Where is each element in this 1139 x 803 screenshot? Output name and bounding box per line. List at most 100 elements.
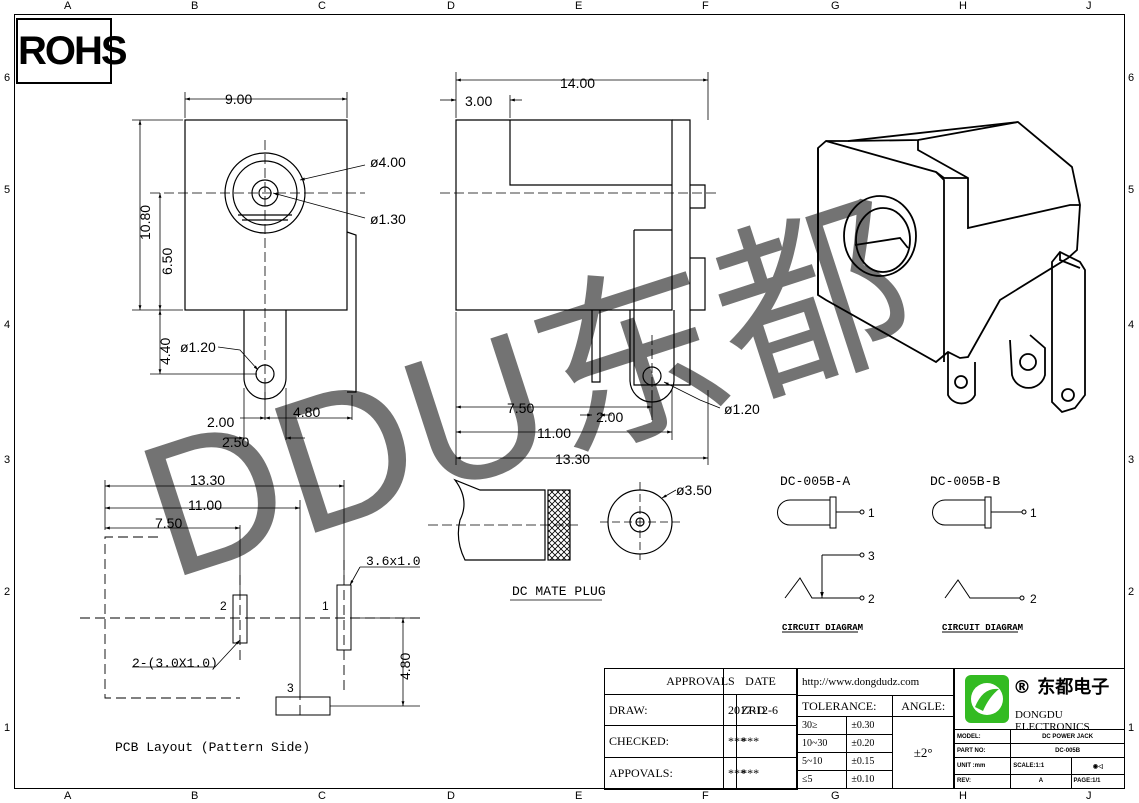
side-dim-pin-width: 2.00 (596, 409, 623, 425)
rev-label: REV: (953, 773, 1012, 790)
part-label: PART NO: (953, 743, 1012, 759)
zone-row-4-right: 4 (1128, 319, 1135, 331)
mate-plug (428, 478, 680, 601)
front-dim-tab: 4.80 (293, 404, 320, 420)
tol-range-2: 5~10 (796, 752, 848, 772)
zone-col-g-top: G (831, 0, 840, 12)
date-table: DATE 2017-12-6 *** *** (723, 668, 798, 790)
company-name-cn: ® 东都电子 (1013, 677, 1110, 698)
model-value: DC POWER JACK (1010, 728, 1125, 745)
zone-col-f-top: F (702, 0, 709, 12)
pcb-title: PCB Layout (Pattern Side) (115, 740, 310, 755)
zone-col-b-bottom: B (191, 790, 199, 802)
title-block: APPROVALS DRAW:ZRD CHECKED:*** APPOVALS:… (603, 667, 1126, 790)
rev-value: A (1010, 773, 1072, 790)
part-value: DC-005B (1010, 743, 1125, 759)
pcb-dim-total: 13.30 (190, 472, 225, 488)
front-hole-outer-label: ø4.00 (370, 154, 406, 170)
tol-value-1: ±0.20 (846, 734, 894, 754)
tol-range-0: 30≥ (796, 716, 848, 736)
circuit-b-pin2: 2 (1030, 592, 1037, 606)
date-header: DATE (723, 668, 798, 695)
plug-title: DC MATE PLUG (512, 584, 606, 599)
zone-col-a-top: A (64, 0, 72, 12)
zone-col-e-top: E (575, 0, 583, 12)
circuit-a-pin2: 2 (868, 592, 875, 606)
circuit-a-pin1: 1 (868, 506, 875, 520)
checked-date: *** (723, 725, 798, 758)
pcb-layout (80, 480, 420, 720)
zone-row-5-right: 5 (1128, 184, 1135, 196)
zone-row-2-right: 2 (1128, 586, 1135, 598)
front-hole-inner-label: ø1.30 (370, 211, 406, 227)
zone-row-2-left: 2 (4, 586, 11, 598)
zone-col-a-bottom: A (64, 790, 72, 802)
zone-row-3-right: 3 (1128, 454, 1135, 466)
front-pin-hole-label: ø1.20 (180, 339, 216, 355)
front-dim-height: 10.80 (137, 205, 153, 240)
rohs-mark: ROHS (16, 18, 128, 84)
part-info-table: MODEL:DC POWER JACK PART NO:DC-005B UNIT… (953, 728, 1126, 790)
tolerance-label: TOLERANCE: (796, 695, 894, 718)
side-pin-hole-label: ø1.20 (724, 401, 760, 417)
pcb-pad-size: 3.6x1.0 (366, 554, 421, 569)
projection-icon: ◉◁ (1070, 757, 1126, 775)
scale-value: SCALE:1:1 (1010, 757, 1072, 775)
zone-row-1-left: 1 (4, 722, 11, 734)
page-value: PAGE:1/1 (1070, 773, 1126, 790)
tol-range-1: 10~30 (796, 734, 848, 754)
zone-row-1-right: 1 (1128, 722, 1135, 734)
circuit-b-label: CIRCUIT DIAGRAM (942, 623, 1023, 633)
front-dim-pin-gap: 2.50 (222, 434, 249, 450)
side-view (440, 72, 721, 465)
side-dim-pin: 7.50 (507, 400, 534, 416)
zone-row-4-left: 4 (4, 319, 11, 331)
zone-col-e-bottom: E (575, 790, 583, 802)
website: http://www.dongdudz.com (797, 667, 954, 697)
pcb-pad1-label: 1 (322, 599, 329, 613)
tolerance-table: http://www.dongdudz.com TOLERANCE:ANGLE:… (796, 667, 954, 789)
pcb-dim-pad3: 4.80 (397, 653, 413, 680)
plug-diameter: ø3.50 (676, 482, 712, 498)
tol-value-3: ±0.10 (846, 770, 894, 789)
circuit-a (777, 496, 865, 633)
circuit-a-title: DC-005B-A (780, 474, 850, 489)
front-dim-pin: 4.40 (157, 338, 173, 365)
side-dim-body: 11.00 (537, 425, 571, 441)
front-view (132, 92, 366, 440)
zone-row-6-right: 6 (1128, 72, 1135, 84)
zone-row-6-left: 6 (4, 72, 11, 84)
circuit-b-title: DC-005B-B (930, 474, 1000, 489)
side-dim-length: 14.00 (560, 75, 595, 91)
zone-col-g-bottom: G (831, 790, 840, 802)
tol-range-3: ≤5 (796, 770, 848, 789)
zone-col-c-bottom: C (318, 790, 326, 802)
drawing-frame (14, 14, 1125, 789)
company-box: ® 东都电子 DONGDU ELECTRONICS (954, 668, 1125, 733)
circuit-a-label: CIRCUIT DIAGRAM (782, 623, 863, 633)
tol-value-2: ±0.15 (846, 752, 894, 772)
front-dim-width: 9.00 (225, 91, 252, 107)
zone-row-3-left: 3 (4, 454, 11, 466)
zone-col-d-top: D (447, 0, 455, 12)
pcb-dim-body: 11.00 (188, 497, 222, 513)
zone-col-j-bottom: J (1086, 790, 1092, 802)
side-dim-step: 3.00 (465, 93, 492, 109)
zone-col-c-top: C (318, 0, 326, 12)
circuit-a-pin3: 3 (868, 549, 875, 563)
checked-label: CHECKED: (603, 725, 738, 758)
zone-col-h-top: H (959, 0, 967, 12)
angle-value: ±2° (892, 716, 954, 789)
draw-date: 2017-12-6 (723, 694, 798, 726)
pcb-pad2-label: 2 (220, 599, 227, 613)
circuit-b (932, 496, 1027, 633)
side-dim-total: 13.30 (555, 451, 590, 467)
pcb-dim-pin: 7.50 (155, 515, 182, 531)
front-dim-center: 6.50 (159, 248, 175, 275)
unit-label: UNIT :mm (953, 757, 1012, 775)
tol-value-0: ±0.30 (846, 716, 894, 736)
zone-col-f-bottom: F (702, 790, 709, 802)
company-logo-icon (965, 675, 1009, 723)
draw-label: DRAW: (603, 694, 738, 726)
